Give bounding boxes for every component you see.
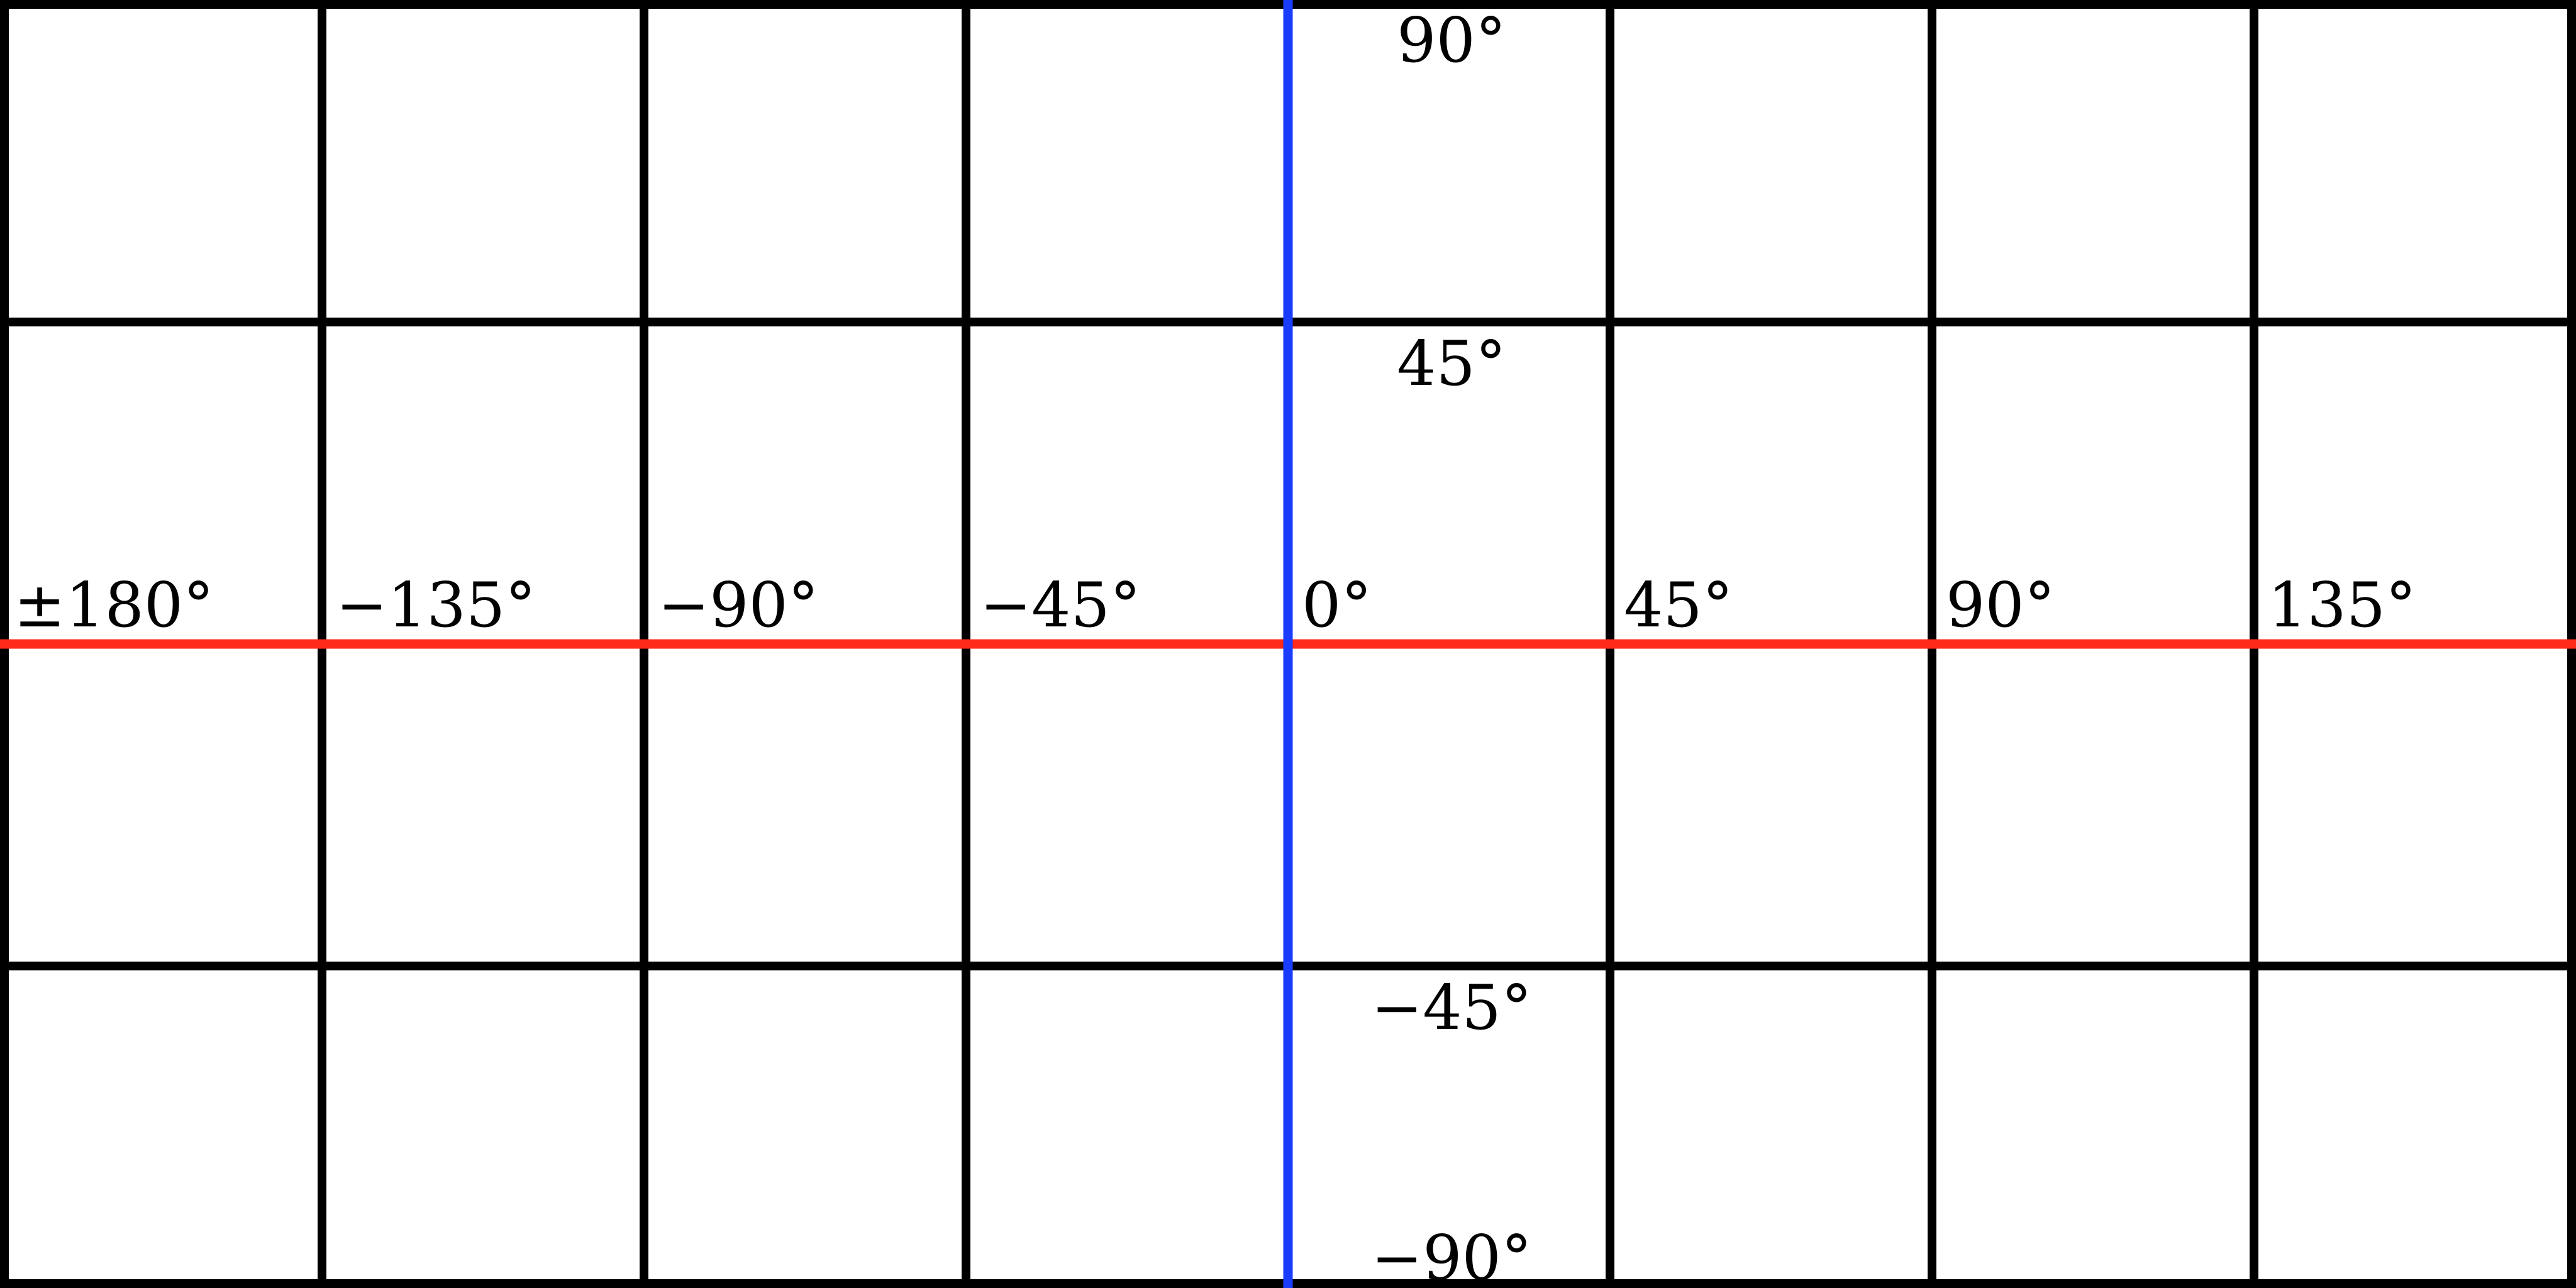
longitude-label: −90°	[658, 570, 819, 641]
latitude-label: −45°	[1371, 972, 1532, 1044]
longitude-label: −45°	[980, 570, 1141, 641]
latitude-label: −90°	[1371, 1223, 1532, 1288]
longitude-label: 135°	[2268, 570, 2416, 641]
longitude-label: ±180°	[14, 570, 214, 641]
degree-labels: ±180° −135° −90° −45° 0° 45° 90° 135° 90° 45° −45°…	[14, 5, 2416, 1288]
longitude-label: 45°	[1624, 570, 1733, 641]
latitude-label: 90°	[1397, 5, 1506, 77]
latitude-label: 45°	[1397, 328, 1506, 400]
longitude-label: 90°	[1946, 570, 2055, 641]
longitude-label: 0°	[1302, 570, 1372, 641]
longitude-label: −135°	[336, 570, 536, 641]
